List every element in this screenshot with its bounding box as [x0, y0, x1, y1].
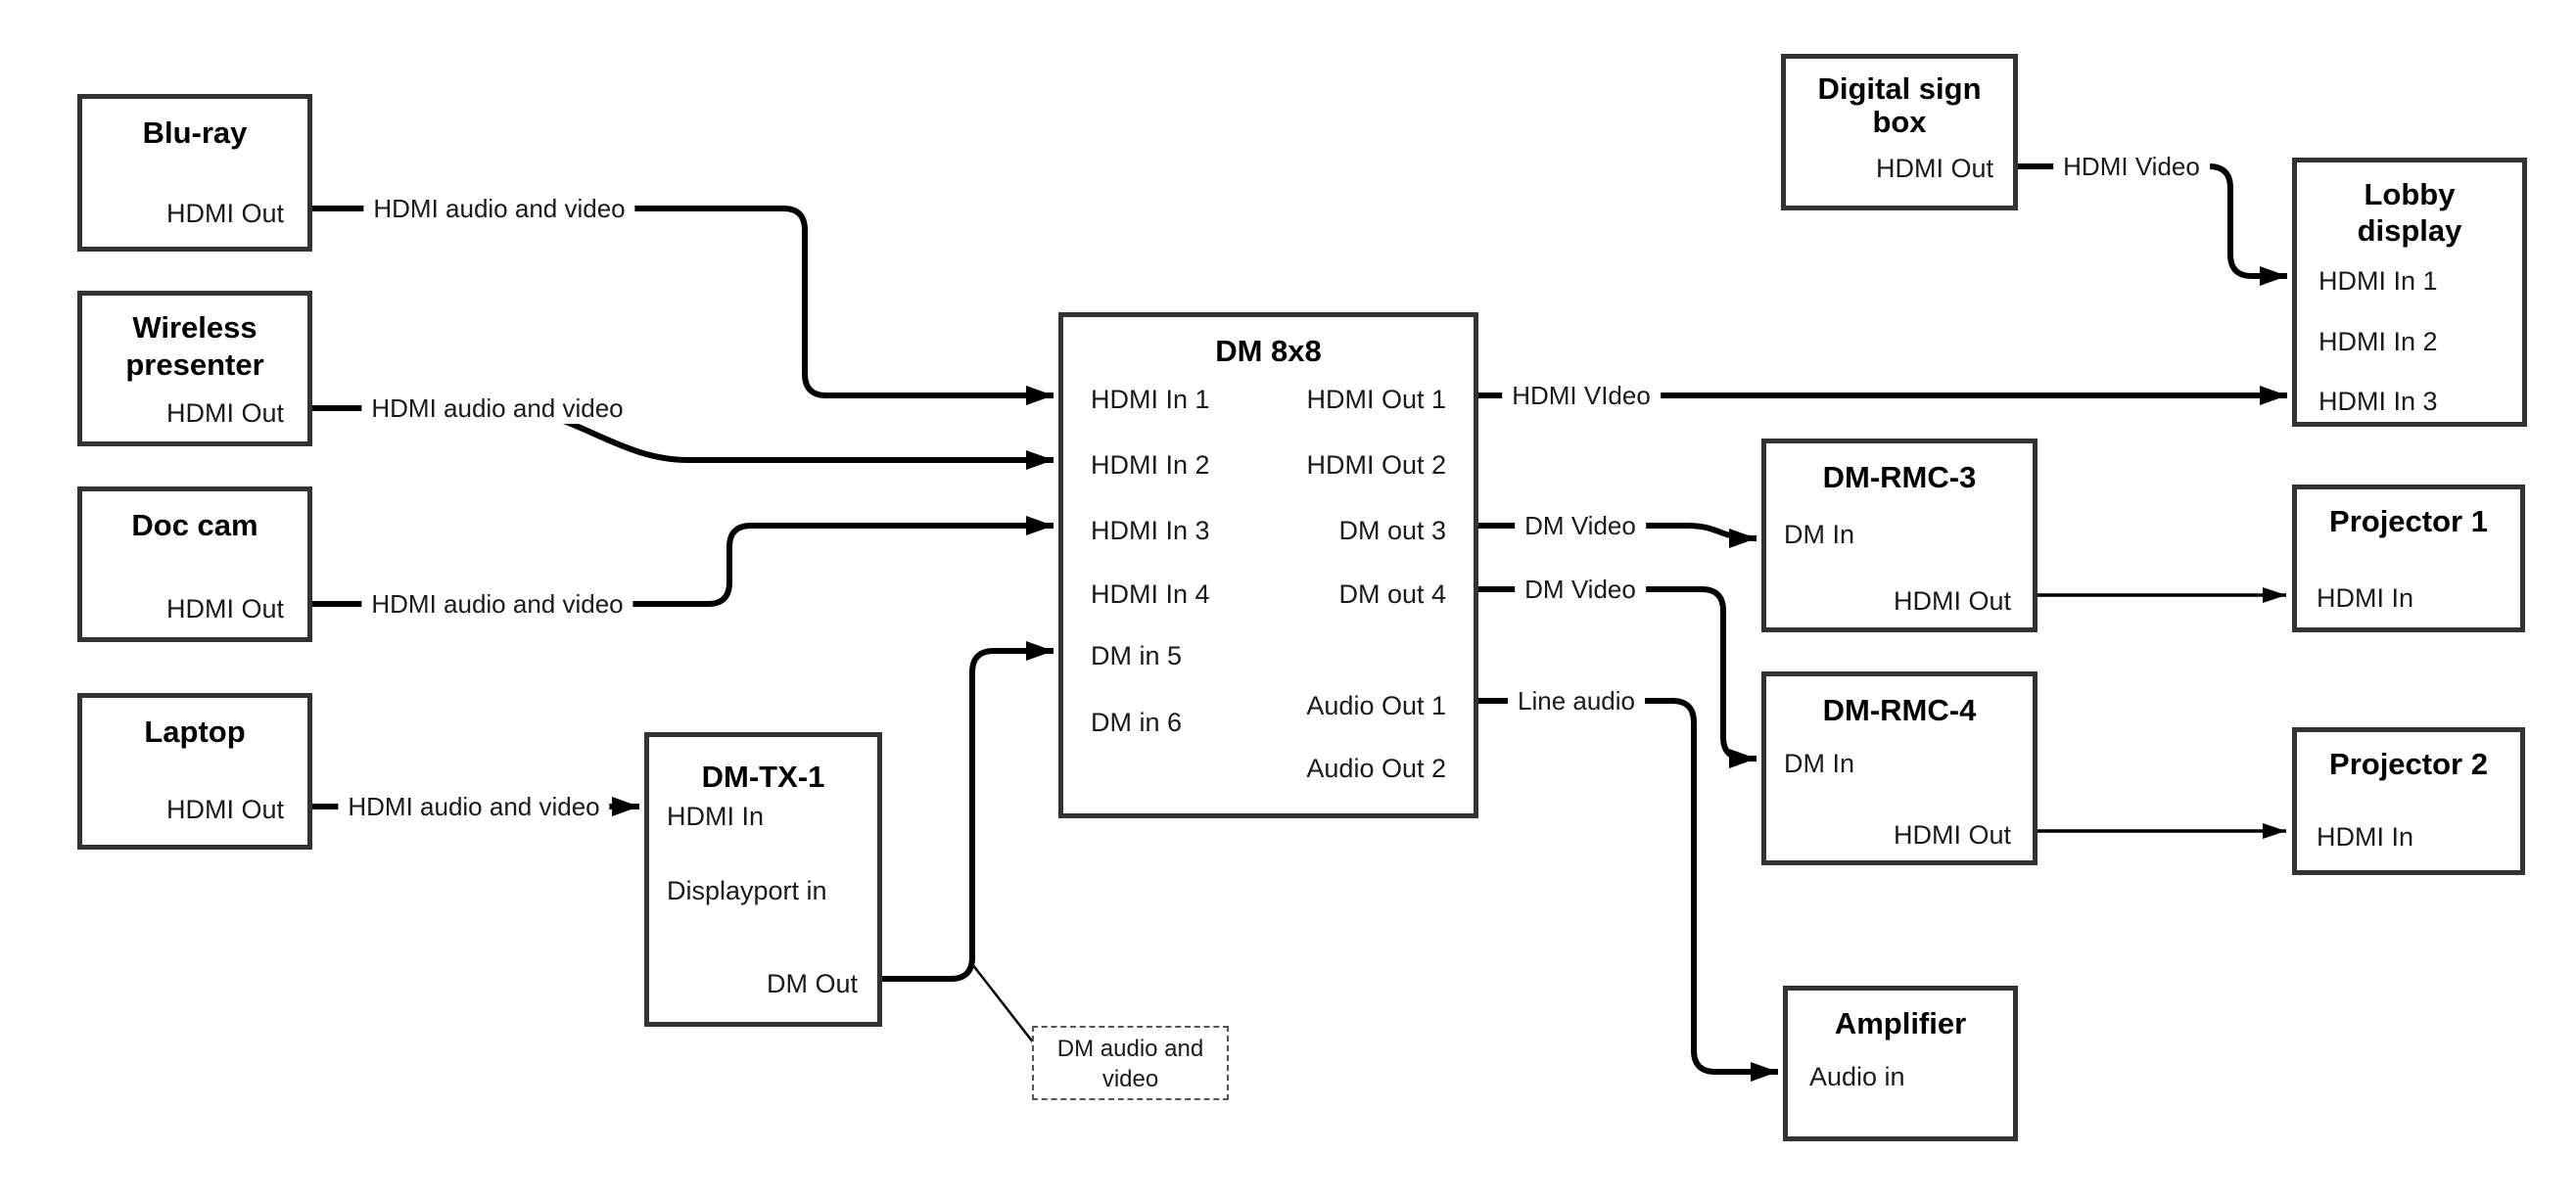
port-displayport-in: Displayport in: [667, 876, 827, 905]
port-hdmi-out-1: HDMI Out 1: [1306, 385, 1446, 414]
port-hdmi-in: HDMI In: [2317, 583, 2414, 613]
port-hdmi-out: HDMI Out: [165, 398, 284, 428]
node-title: Digital sign box: [1817, 71, 1982, 139]
node-digital-sign-box: Digital sign box HDMI Out: [1781, 54, 2018, 210]
port-hdmi-in-2: HDMI In 2: [1091, 450, 1210, 480]
node-projector-2: Projector 2 HDMI In: [2292, 727, 2525, 875]
node-laptop: Laptop HDMI Out: [77, 693, 312, 850]
connector-dm8x8-to-rmc3: [1478, 523, 1757, 548]
node-title: Wireless presenter: [125, 310, 264, 382]
node-blu-ray: Blu-ray HDMI Out: [77, 94, 312, 252]
node-amplifier: Amplifier Audio in: [1783, 986, 2018, 1141]
port-audio-out-2: Audio Out 2: [1306, 754, 1446, 783]
connector-dm8x8-to-rmc4: [1478, 586, 1756, 768]
connector-doccam-to-dm8x8: [312, 516, 1054, 607]
port-hdmi-in-1: HDMI In 1: [1091, 385, 1210, 414]
node-title: DM-RMC-3: [1822, 460, 1977, 494]
edge-label-dm-video-4: DM Video: [1515, 574, 1646, 605]
node-title: Laptop: [144, 715, 246, 749]
edge-label-hdmi-video-long: HDMI VIdeo: [1502, 380, 1661, 411]
port-dm-out-3: DM out 3: [1338, 516, 1446, 545]
port-hdmi-in: HDMI In: [667, 802, 765, 831]
edge-label-line-audio: Line audio: [1508, 685, 1645, 716]
node-title: DM-TX-1: [701, 760, 825, 794]
node-title: Blu-ray: [142, 115, 248, 150]
node-dm-8x8: DM 8x8 HDMI In 1 HDMI In 2 HDMI In 3 HDM…: [1058, 312, 1478, 818]
port-hdmi-out: HDMI Out: [1893, 820, 2011, 850]
port-dm-in: DM In: [1784, 520, 1855, 549]
port-hdmi-in-3: HDMI In 3: [1091, 516, 1210, 545]
port-dm-in-6: DM in 6: [1091, 708, 1183, 737]
node-title: Amplifier: [1834, 1006, 1967, 1040]
node-title: DM 8x8: [1215, 334, 1322, 368]
note-text: DM audio and video: [1056, 1036, 1204, 1092]
port-hdmi-out: HDMI Out: [165, 594, 284, 624]
edge-label-doccam: HDMI audio and video: [361, 588, 633, 620]
port-audio-in: Audio in: [1809, 1062, 1905, 1091]
port-hdmi-in-4: HDMI In 4: [1091, 579, 1210, 609]
edge-label-bluray: HDMI audio and video: [363, 193, 635, 224]
edge-label-wireless: HDMI audio and video: [361, 393, 633, 424]
connector-digitalsign-to-lobby: [2018, 163, 2287, 286]
node-title: Lobby display: [2357, 177, 2462, 248]
edge-label-dm-video-3: DM Video: [1515, 510, 1646, 541]
node-lobby-display: Lobby display HDMI In 1 HDMI In 2 HDMI I…: [2292, 158, 2527, 427]
node-dm-rmc-4: DM-RMC-4 DM In HDMI Out: [1761, 671, 2037, 865]
port-hdmi-in: HDMI In: [2317, 822, 2414, 852]
connector-dmtx1-to-dm8x8: [882, 641, 1054, 982]
connector-bluray-to-dm8x8: [312, 206, 1054, 405]
port-hdmi-in-2: HDMI In 2: [2318, 327, 2438, 356]
port-dm-in: DM In: [1784, 749, 1855, 778]
port-dm-out: DM Out: [766, 969, 858, 998]
connector-dm8x8-to-amplifier: [1478, 698, 1778, 1082]
port-hdmi-out-2: HDMI Out 2: [1306, 450, 1446, 480]
note-leader-line: [971, 963, 1035, 1044]
node-dm-rmc-3: DM-RMC-3 DM In HDMI Out: [1761, 439, 2037, 632]
node-dm-tx-1: DM-TX-1 HDMI In Displayport in DM Out: [644, 732, 882, 1027]
node-title: Projector 1: [2329, 504, 2488, 538]
node-wireless-presenter: Wireless presenter HDMI Out: [77, 291, 312, 446]
port-hdmi-out: HDMI Out: [1875, 154, 1993, 183]
edge-label-laptop: HDMI audio and video: [338, 791, 610, 822]
note-dm-audio-and-video: DM audio and video: [1032, 1026, 1229, 1100]
node-title: Doc cam: [131, 508, 258, 542]
port-hdmi-in-1: HDMI In 1: [2318, 266, 2438, 296]
port-hdmi-in-3: HDMI In 3: [2318, 387, 2438, 416]
port-hdmi-out: HDMI Out: [165, 795, 284, 824]
port-hdmi-out: HDMI Out: [1893, 586, 2011, 616]
node-projector-1: Projector 1 HDMI In: [2292, 485, 2525, 632]
port-audio-out-1: Audio Out 1: [1306, 691, 1446, 720]
port-dm-in-5: DM in 5: [1091, 641, 1183, 670]
node-doc-cam: Doc cam HDMI Out: [77, 486, 312, 642]
node-title: DM-RMC-4: [1822, 693, 1977, 727]
node-title: Projector 2: [2329, 747, 2488, 781]
port-dm-out-4: DM out 4: [1338, 579, 1446, 609]
port-hdmi-out: HDMI Out: [165, 199, 284, 228]
edge-label-hdmi-video-top: HDMI Video: [2053, 151, 2210, 182]
